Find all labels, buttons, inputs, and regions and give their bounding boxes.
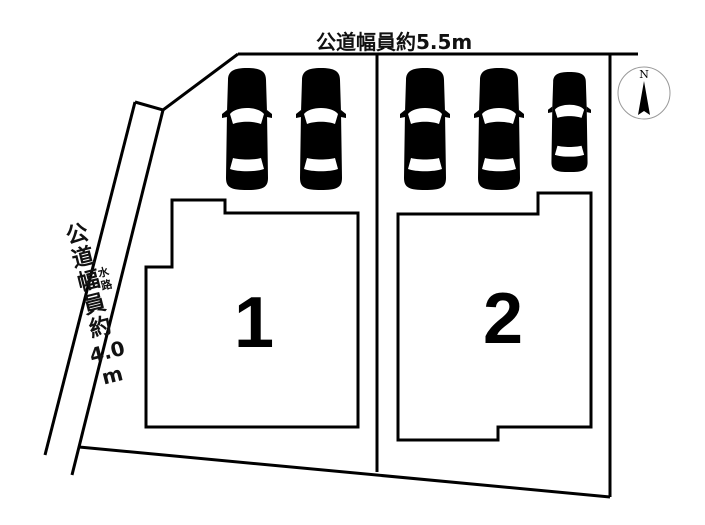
car-lot1-b xyxy=(296,68,346,190)
car-lot2-c xyxy=(548,72,591,173)
top-road-label: 公道幅員約5.5m xyxy=(316,30,473,54)
car-lot2-b xyxy=(474,68,524,190)
lot-number-1: 1 xyxy=(234,283,275,363)
waterway-left-edge xyxy=(43,101,137,456)
bottom-boundary xyxy=(78,445,611,499)
waterway-right-edge xyxy=(70,109,165,476)
compass-north-label: N xyxy=(639,68,649,81)
lot-number-2: 2 xyxy=(483,279,524,359)
corner-chamfer xyxy=(134,52,239,112)
compass-icon: N xyxy=(617,66,671,120)
car-lot1-a xyxy=(222,68,272,190)
building-lot-1 xyxy=(144,198,360,429)
north-compass: N xyxy=(616,65,672,121)
building-lot-2 xyxy=(396,191,593,442)
lot-boundaries xyxy=(43,52,638,499)
car-lot2-a xyxy=(400,68,450,190)
